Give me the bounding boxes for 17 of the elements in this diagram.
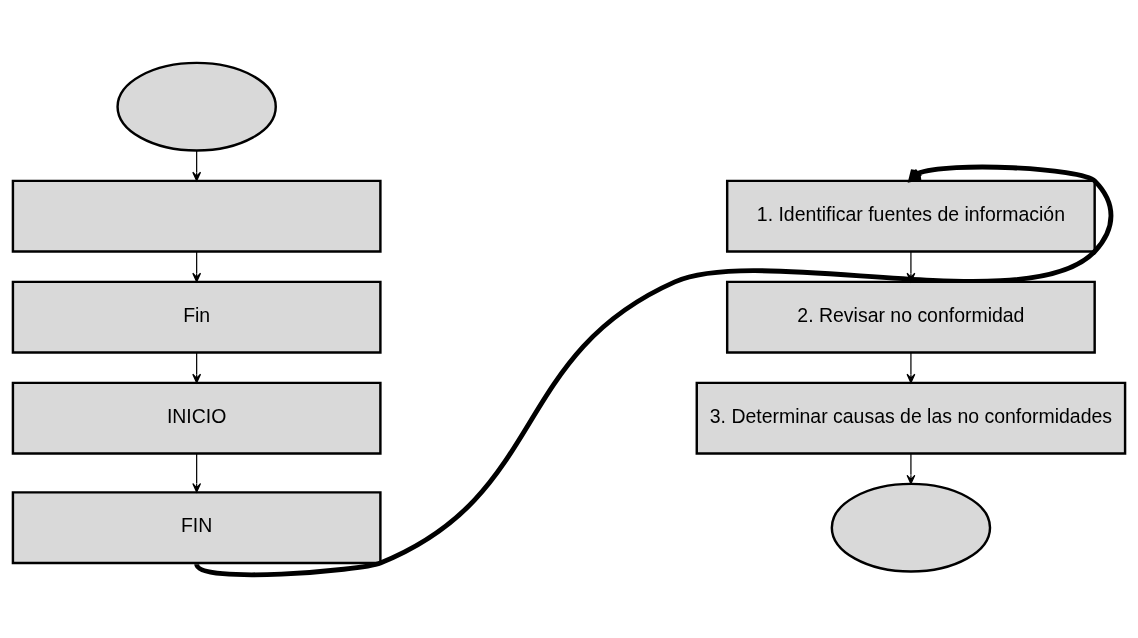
arrow [195,164,1114,578]
node-box [11,179,382,253]
arrow [192,251,202,283]
arrow [906,352,916,384]
node-box: Fin [11,280,382,354]
node-ellipse [116,61,277,152]
arrow [192,149,202,182]
arrow [192,453,202,493]
node-box: 1. Identificar fuentes de información [725,179,1096,253]
node-box: 2. Revisar no conformidad [725,280,1096,354]
node-ellipse [830,482,992,573]
arrow [906,251,916,283]
node-box: 3. Determinar causas de las no conformidades [695,381,1127,455]
node-box: FIN [11,491,382,565]
arrow [906,453,916,485]
arrow [192,352,202,384]
node-box: INICIO [11,381,382,455]
